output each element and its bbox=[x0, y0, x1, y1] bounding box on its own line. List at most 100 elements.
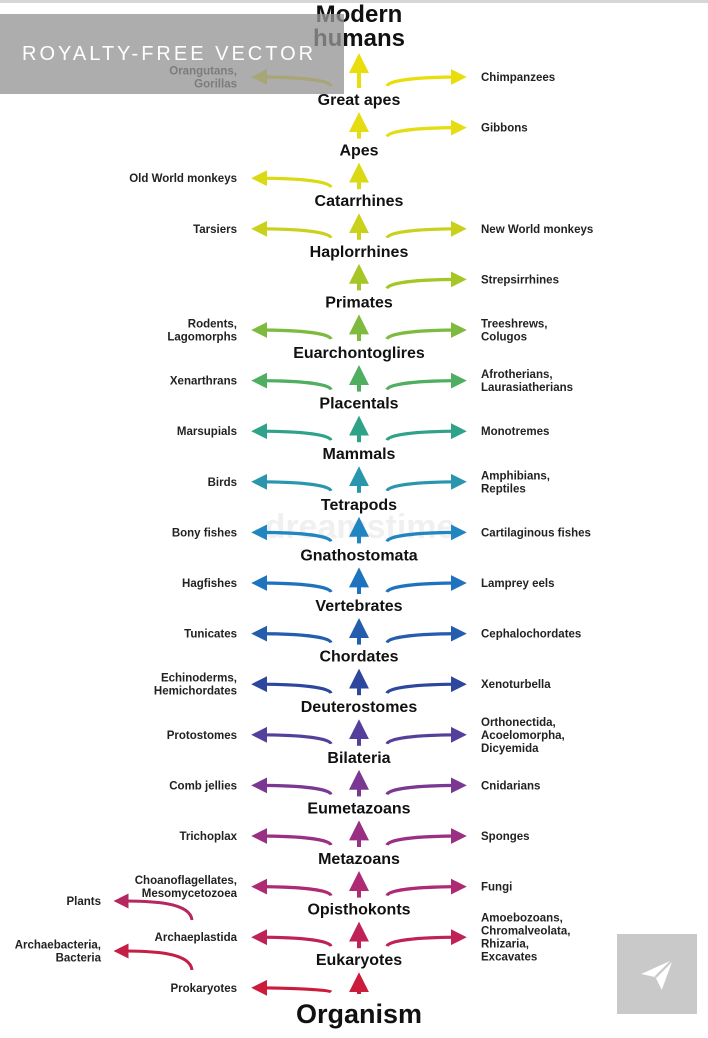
left-branch-label: Xenarthrans bbox=[170, 376, 237, 388]
left-branch-arrow bbox=[251, 322, 333, 341]
right-branch-label: Amoebozoans, bbox=[481, 913, 563, 925]
left-branch-arrow bbox=[251, 979, 333, 996]
right-branch-label: Acoelomorpha, bbox=[481, 730, 565, 742]
node-gnathostomata: Gnathostomata bbox=[300, 547, 417, 564]
node-organism: Organism bbox=[296, 999, 422, 1029]
left-branch-arrow bbox=[251, 524, 333, 543]
left-branch-arrow bbox=[251, 929, 333, 948]
left-branch-arrow bbox=[251, 726, 333, 745]
right-branch-label: Cephalochordates bbox=[481, 629, 581, 641]
right-branch-arrow bbox=[385, 828, 467, 847]
diagram-labels: Great apesOrangutans,GorillasChimpanzees… bbox=[15, 1, 594, 1029]
node-great-apes: Great apes bbox=[318, 92, 401, 109]
right-branch-arrow bbox=[385, 878, 467, 897]
right-branch-label: Chimpanzees bbox=[481, 72, 555, 84]
right-branch-label: Gibbons bbox=[481, 123, 528, 135]
node-eukaryotes: Eukaryotes bbox=[316, 952, 402, 969]
right-branch-label: Strepsirrhines bbox=[481, 274, 559, 286]
right-branch-arrow bbox=[385, 625, 467, 644]
right-branch-label: New World monkeys bbox=[481, 224, 593, 236]
left-branch-arrow bbox=[251, 625, 333, 644]
node-chordates: Chordates bbox=[319, 649, 398, 666]
left-branch-arrow bbox=[251, 575, 333, 594]
right-branch-label: Chromalveolata, bbox=[481, 926, 570, 938]
right-branch-label: Xenoturbella bbox=[481, 679, 551, 691]
far-left-branch-label: Plants bbox=[66, 896, 101, 908]
left-branch-label: Prokaryotes bbox=[171, 983, 237, 995]
right-branch-arrow bbox=[385, 777, 467, 796]
right-branch-label: Orthonectida, bbox=[481, 717, 556, 729]
paper-plane-icon bbox=[641, 958, 674, 990]
right-branch-arrow bbox=[385, 322, 467, 341]
right-branch-arrow bbox=[385, 676, 467, 695]
node-euarchontoglires: Euarchontoglires bbox=[293, 345, 425, 362]
left-branch-arrow bbox=[251, 473, 333, 492]
right-branch-arrow bbox=[385, 929, 467, 948]
right-branch-arrow bbox=[385, 69, 467, 88]
node-bilateria: Bilateria bbox=[327, 750, 390, 767]
right-branch-label: Colugos bbox=[481, 332, 527, 344]
node-catarrhines: Catarrhines bbox=[315, 193, 404, 210]
node-primates: Primates bbox=[325, 294, 393, 311]
left-branch-label: Echinoderms, bbox=[161, 673, 237, 685]
left-branch-arrow bbox=[251, 878, 333, 897]
left-branch-label: Archaeplastida bbox=[155, 932, 238, 944]
left-branch-label: Trichoplax bbox=[179, 831, 237, 843]
far-left-branch-arrow bbox=[113, 943, 194, 971]
left-branch-label: Lagomorphs bbox=[167, 332, 237, 344]
left-branch-label: Choanoflagellates, bbox=[135, 875, 237, 887]
banner-label: ROYALTY-FREE VECTOR bbox=[22, 42, 317, 65]
left-branch-label: Tunicates bbox=[184, 629, 237, 641]
left-branch-arrow bbox=[251, 777, 333, 796]
left-branch-arrow bbox=[251, 676, 333, 695]
left-branch-arrow bbox=[251, 828, 333, 847]
left-branch-label: Comb jellies bbox=[169, 780, 237, 792]
right-branch-label: Laurasiatherians bbox=[481, 382, 573, 394]
right-branch-label: Fungi bbox=[481, 882, 512, 894]
right-branch-arrow bbox=[385, 524, 467, 543]
right-branch-label: Cartilaginous fishes bbox=[481, 527, 591, 539]
left-branch-label: Rodents, bbox=[188, 319, 237, 331]
left-branch-label: Old World monkeys bbox=[129, 173, 237, 185]
node-tetrapods: Tetrapods bbox=[321, 497, 397, 514]
node-metazoans: Metazoans bbox=[318, 851, 400, 868]
left-branch-label: Hemichordates bbox=[154, 686, 237, 698]
right-branch-label: Dicyemida bbox=[481, 743, 539, 755]
right-branch-arrow bbox=[385, 575, 467, 594]
right-branch-arrow bbox=[385, 372, 467, 391]
node-mammals: Mammals bbox=[323, 446, 396, 463]
right-branch-label: Sponges bbox=[481, 831, 530, 843]
right-branch-label: Amphibians, bbox=[481, 470, 550, 482]
right-branch-arrow bbox=[385, 423, 467, 442]
node-haplorrhines: Haplorrhines bbox=[310, 244, 409, 261]
left-branch-arrow bbox=[251, 220, 333, 239]
right-branch-label: Cnidarians bbox=[481, 780, 540, 792]
right-branch-label: Monotremes bbox=[481, 426, 549, 438]
left-branch-label: Bony fishes bbox=[172, 527, 237, 539]
far-left-branch-label: Bacteria bbox=[56, 953, 102, 965]
left-branch-label: Hagfishes bbox=[182, 578, 237, 590]
right-branch-arrow bbox=[385, 220, 467, 239]
left-branch-label: Tarsiers bbox=[193, 224, 237, 236]
node-apes: Apes bbox=[339, 143, 378, 160]
right-branch-label: Reptiles bbox=[481, 483, 526, 495]
right-branch-label: Afrotherians, bbox=[481, 369, 553, 381]
left-branch-label: Protostomes bbox=[167, 730, 237, 742]
far-left-branch-label: Archaebacteria, bbox=[15, 940, 101, 952]
left-branch-label: Birds bbox=[208, 477, 237, 489]
royalty-free-banner[interactable]: ROYALTY-FREE VECTOR bbox=[0, 14, 344, 94]
top-divider bbox=[0, 0, 708, 3]
left-branch-arrow bbox=[251, 372, 333, 391]
left-branch-label: Marsupials bbox=[177, 426, 237, 438]
node-eumetazoans: Eumetazoans bbox=[307, 800, 410, 817]
right-branch-arrow bbox=[385, 271, 467, 290]
node-deuterostomes: Deuterostomes bbox=[301, 699, 418, 716]
left-branch-label: Mesomycetozoea bbox=[142, 888, 238, 900]
left-branch-arrow bbox=[251, 170, 333, 189]
left-branch-arrow bbox=[251, 423, 333, 442]
share-button[interactable] bbox=[617, 934, 697, 1014]
node-opisthokonts: Opisthokonts bbox=[307, 902, 410, 919]
right-branch-label: Lamprey eels bbox=[481, 578, 555, 590]
right-branch-label: Excavates bbox=[481, 952, 537, 964]
